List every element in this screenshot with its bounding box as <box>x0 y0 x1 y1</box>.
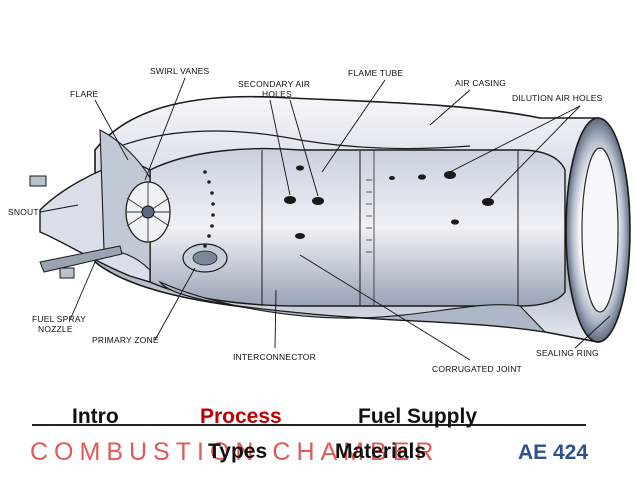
label-secondary-air: SECONDARY AIR <box>238 79 310 89</box>
label-interconnector: INTERCONNECTOR <box>233 352 316 362</box>
label-fuel-spray: FUEL SPRAY <box>32 314 86 324</box>
label-nozzle: NOZZLE <box>38 324 73 334</box>
fuel-spray-nozzle <box>39 245 123 273</box>
leader-lines <box>39 77 611 361</box>
label-air-casing: AIR CASING <box>455 78 506 88</box>
label-snout: SNOUT <box>8 207 39 217</box>
flame-tube <box>149 147 566 307</box>
corrugated-joint-marks <box>366 179 372 253</box>
label-flame-tube: FLAME TUBE <box>348 68 403 78</box>
secondary-air-holes <box>284 165 324 239</box>
label-sealing-ring: SEALING RING <box>536 348 599 358</box>
label-primary-zone: PRIMARY ZONE <box>92 335 159 345</box>
label-flare: FLARE <box>70 89 99 99</box>
footer-title: COMBUSTION CHAMBER <box>30 438 440 466</box>
label-swirl-vanes: SWIRL VANES <box>150 66 209 76</box>
nav-intro[interactable]: Intro <box>72 405 119 428</box>
course-code: AE 424 <box>518 441 589 464</box>
nav-fuel-supply[interactable]: Fuel Supply <box>358 405 478 428</box>
label-corrugated-joint: CORRUGATED JOINT <box>432 364 522 374</box>
lower-casing <box>158 280 547 333</box>
nav-process[interactable]: Process <box>200 405 282 428</box>
casing-cutaway-edge <box>109 130 471 151</box>
dilution-air-holes <box>389 171 494 225</box>
nav-types[interactable]: Types <box>208 440 268 463</box>
nav-materials[interactable]: Materials <box>335 440 427 463</box>
nav-rule <box>32 424 586 426</box>
primary-air-holes <box>203 170 215 248</box>
fuel-spray-nozzle-tip <box>141 205 155 219</box>
exit-opening <box>581 147 619 313</box>
label-dilution-air-holes: DILUTION AIR HOLES <box>512 93 603 103</box>
label-holes: HOLES <box>262 89 292 99</box>
